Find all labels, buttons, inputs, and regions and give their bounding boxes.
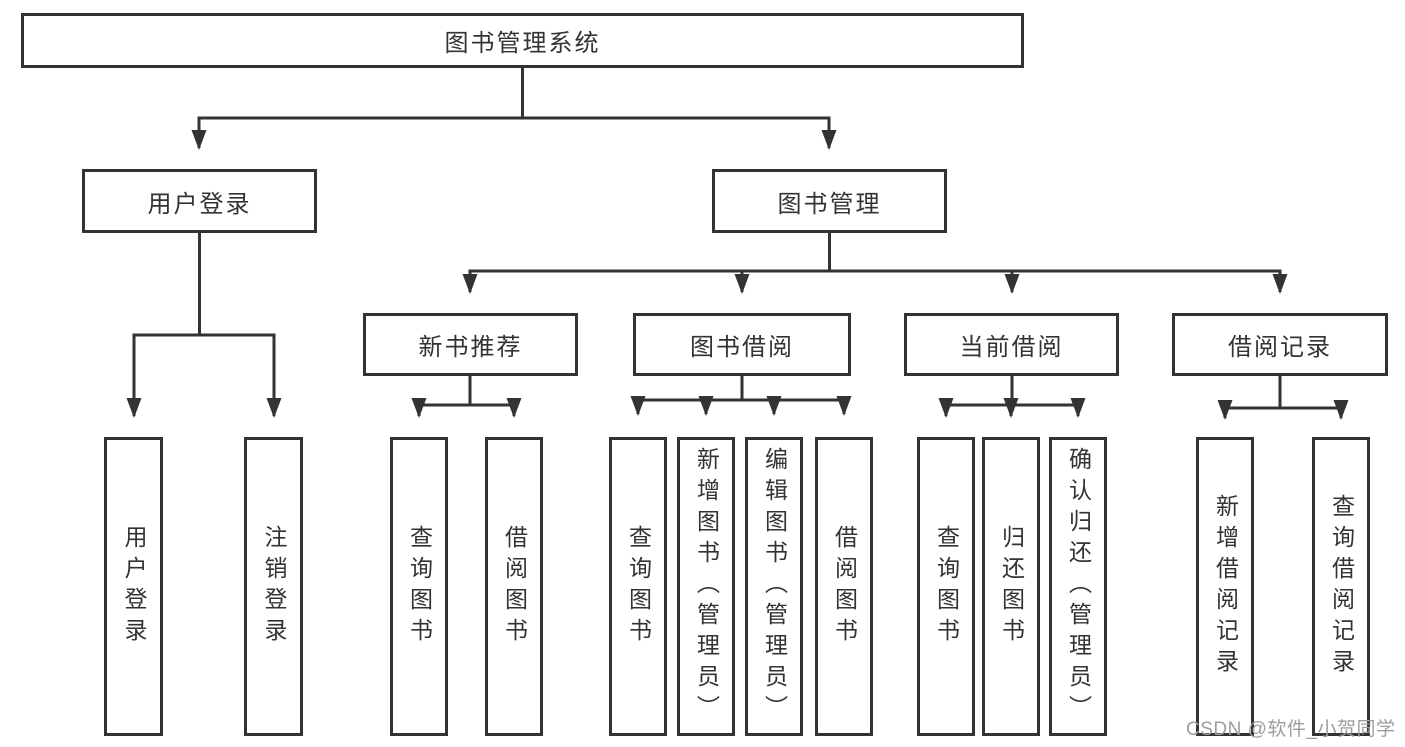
leaf-label: 新增图书（管理员） xyxy=(693,447,720,726)
node-book-management-label: 图书管理 xyxy=(777,190,882,218)
leaf-label: 注销登录 xyxy=(261,524,287,649)
leaf-label: 查询图书 xyxy=(406,524,433,649)
leaf-label: 查询借阅记录 xyxy=(1328,493,1355,680)
leaf-query-books-current: 查询图书 xyxy=(917,437,975,736)
node-user-login-label: 用户登录 xyxy=(147,190,252,218)
node-new-book-recommend: 新书推荐 xyxy=(363,313,578,376)
leaf-label: 借阅图书 xyxy=(501,524,528,649)
leaf-label: 新增借阅记录 xyxy=(1212,493,1239,680)
leaf-label: 查询图书 xyxy=(625,524,652,649)
leaf-label: 借阅图书 xyxy=(831,524,858,649)
leaf-edit-books-admin: 编辑图书（管理员） xyxy=(745,437,803,736)
leaf-logout: 注销登录 xyxy=(244,437,303,736)
csdn-watermark: CSDN @软件_小贺同学 xyxy=(1186,719,1396,740)
node-book-management: 图书管理 xyxy=(712,169,947,233)
node-borrow-records-label: 借阅记录 xyxy=(1228,334,1332,361)
leaf-label: 用户登录 xyxy=(121,524,147,649)
node-root: 图书管理系统 xyxy=(21,13,1024,68)
leaf-borrow-books-recommend: 借阅图书 xyxy=(485,437,543,736)
node-root-label: 图书管理系统 xyxy=(444,30,601,57)
node-current-borrow: 当前借阅 xyxy=(904,313,1119,376)
leaf-label: 编辑图书（管理员） xyxy=(761,447,788,726)
leaf-label: 确认归还（管理员） xyxy=(1065,447,1092,726)
leaf-user-login: 用户登录 xyxy=(104,437,163,736)
leaf-label: 查询图书 xyxy=(933,524,960,649)
leaf-label: 归还图书 xyxy=(998,524,1025,649)
leaf-add-borrow-record: 新增借阅记录 xyxy=(1196,437,1254,736)
leaf-confirm-return-admin: 确认归还（管理员） xyxy=(1049,437,1107,736)
leaf-query-borrow-record: 查询借阅记录 xyxy=(1312,437,1370,736)
node-book-borrow: 图书借阅 xyxy=(633,313,851,376)
node-user-login: 用户登录 xyxy=(82,169,317,233)
leaf-borrow-books: 借阅图书 xyxy=(815,437,873,736)
node-current-borrow-label: 当前借阅 xyxy=(959,334,1064,361)
leaf-return-books: 归还图书 xyxy=(982,437,1040,736)
leaf-add-books-admin: 新增图书（管理员） xyxy=(677,437,735,736)
leaf-query-books-borrow: 查询图书 xyxy=(609,437,667,736)
node-new-book-recommend-label: 新书推荐 xyxy=(418,334,523,361)
node-book-borrow-label: 图书借阅 xyxy=(690,334,794,361)
leaf-query-books-recommend: 查询图书 xyxy=(390,437,448,736)
node-borrow-records: 借阅记录 xyxy=(1172,313,1388,376)
